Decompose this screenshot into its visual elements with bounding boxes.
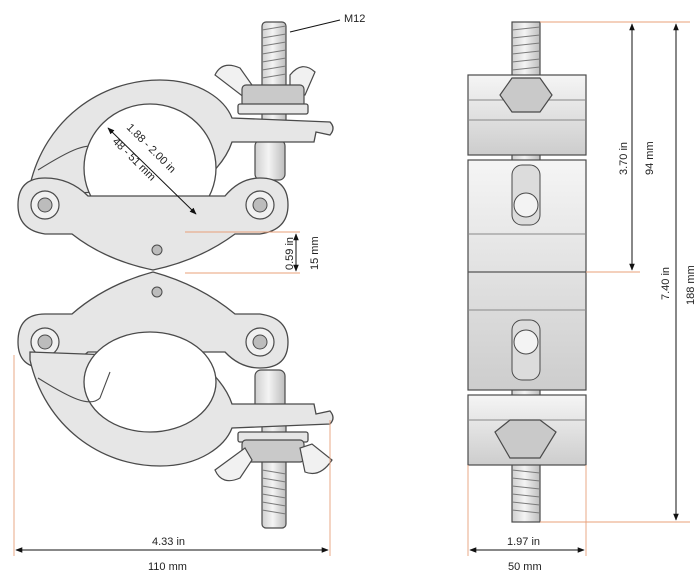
- front-view: [17, 21, 334, 529]
- bottom-clamp-jaw: [29, 331, 334, 467]
- height-in-label: 7.40 in: [660, 267, 672, 300]
- bottom-body: [17, 271, 289, 369]
- depth-in-label: 1.97 in: [507, 536, 540, 548]
- half-height-mm-label: 94 mm: [644, 141, 656, 175]
- gap-mm-label: 15 mm: [309, 236, 321, 270]
- side-view: [467, 21, 587, 523]
- half-height-in-label: 3.70 in: [618, 142, 630, 175]
- bolt-size-label: M12: [344, 13, 365, 25]
- top-wing-nut: [214, 64, 316, 115]
- width-mm-label: 110 mm: [148, 561, 187, 573]
- height-mm-label: 188 mm: [685, 265, 697, 305]
- top-body: [17, 177, 289, 271]
- side-top-nut: [499, 77, 553, 113]
- side-bottom-nut: [494, 419, 557, 459]
- width-in-label: 4.33 in: [152, 536, 185, 548]
- dimension-lines: [13, 19, 690, 556]
- bottom-wing-nut: [214, 431, 333, 482]
- depth-mm-label: 50 mm: [508, 561, 542, 573]
- gap-in-label: 0.59 in: [284, 237, 296, 270]
